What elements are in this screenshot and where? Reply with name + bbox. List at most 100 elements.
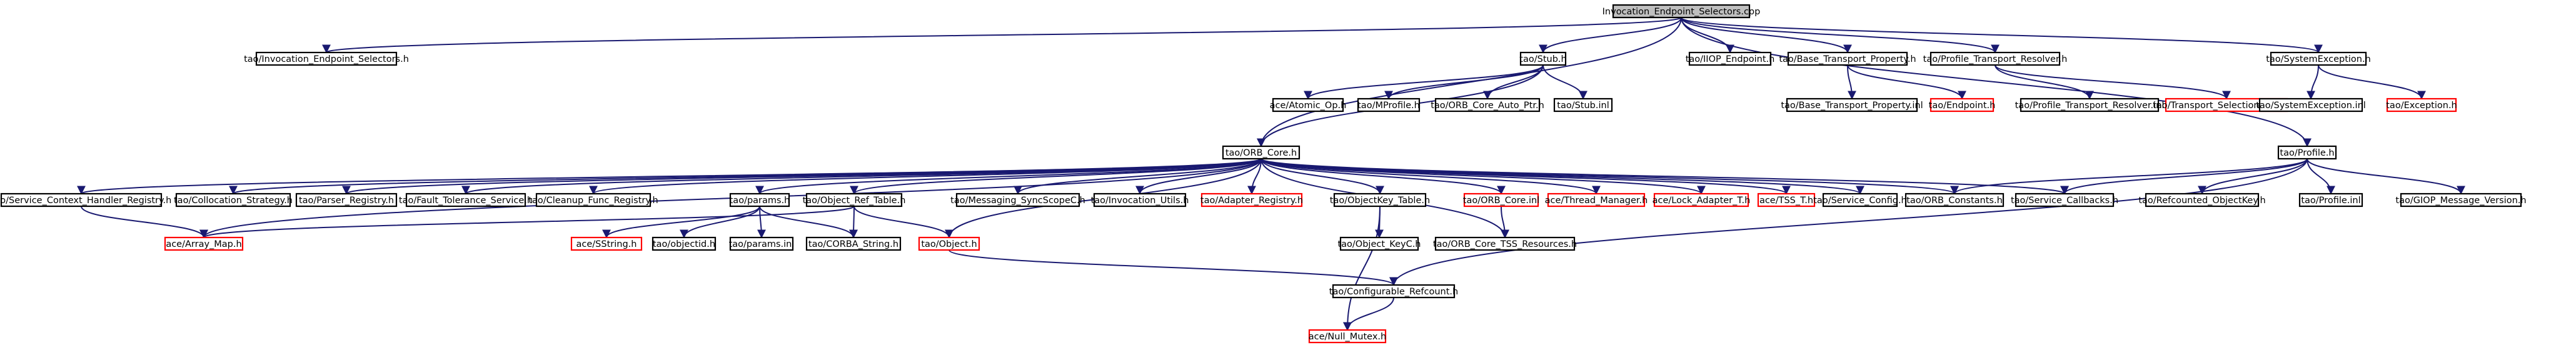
node-label: tao/SystemException.inl — [2256, 101, 2366, 111]
node-tao-orb-core-auto-ptr-h[interactable]: tao/ORB_Core_Auto_Ptr.h — [1431, 98, 1544, 112]
node-ace-sstring-h[interactable]: ace/SString.h — [570, 236, 643, 251]
edge-tao-object-ref-table-h-to-tao-corba-string-h — [849, 206, 858, 239]
node-label: tao/Collocation_Strategy.h — [174, 196, 293, 206]
nodes-layer: Invocation_Endpoint_Selectors.cpp tao/Inv… — [0, 4, 2527, 344]
node-box — [255, 51, 398, 66]
node-tao-service-callbacks-h[interactable]: tao/Service_Callbacks.h — [2011, 192, 2118, 208]
edge-tao-orb-core-h-to-tao-collocation-strategy-h — [229, 158, 1262, 195]
node-tao-configurable-refcount-h[interactable]: tao/Configurable_Refcount.h — [1329, 284, 1458, 299]
node-box — [1929, 98, 1995, 112]
edge-tao-object-h-to-tao-configurable-refcount-h — [948, 249, 1398, 286]
node-label: tao/ObjectKey_Table.h — [1330, 196, 1430, 206]
node-tao-object-h[interactable]: tao/Object.h — [918, 236, 980, 251]
node-ace-null-mutex-h[interactable]: ace/Null_Mutex.h — [1309, 329, 1386, 344]
node-ace-atomic-op-h[interactable]: ace/Atomic_Op.h — [1270, 98, 1347, 112]
edge-tao-systemexception-h-to-tao-exception-h — [2318, 64, 2426, 100]
edge-tao-profile-transport-resolver-h-to-tao-profile-transport-resolver-inl — [1995, 64, 2094, 100]
node-tao-params-h[interactable]: tao/params.h — [730, 192, 790, 208]
node-label: tao/ORB_Constants.h — [1906, 196, 2003, 206]
edge-tao-base-transport-property-h-to-tao-endpoint-h — [1847, 64, 1966, 100]
node-label: tao/Profile_Transport_Resolver.h — [1923, 54, 2068, 64]
node-tao-cleanup-func-registry-h[interactable]: tao/Cleanup_Func_Registry.h — [528, 192, 658, 208]
node-box — [2277, 145, 2337, 160]
node-tao-base-transport-property-h[interactable]: tao/Base_Transport_Property.h — [1779, 51, 1916, 66]
node-box — [2270, 51, 2367, 66]
node-box — [1929, 51, 2061, 66]
node-tao-params-inl[interactable]: tao/params.inl — [729, 236, 795, 251]
node-invocation-endpoint-selectors-cpp: Invocation_Endpoint_Selectors.cpp — [1602, 4, 1760, 19]
node-label: tao/ORB_Core.inl — [1463, 196, 1539, 206]
node-label: tao/params.inl — [729, 239, 795, 249]
edge-tao-base-transport-property-h-to-tao-base-transport-property-inl — [1847, 64, 1856, 100]
node-box — [918, 236, 980, 251]
node-ace-lock-adapter-t-h[interactable]: ace/Lock_Adapter_T.h — [1653, 192, 1751, 208]
node-tao-object-ref-table-h[interactable]: tao/Object_Ref_Table.h — [803, 192, 906, 208]
edge-invocation-endpoint-selectors-cpp-to-tao-profile-transport-resolver-h — [1681, 17, 2000, 54]
node-tao-adapter-registry-h[interactable]: tao/Adapter_Registry.h — [1200, 192, 1303, 208]
node-box — [652, 236, 717, 251]
node-tao-giop-message-version-h[interactable]: tao/GIOP_Message_Version.h — [2395, 192, 2527, 208]
node-label: tao/CORBA_String.h — [808, 239, 898, 249]
node-tao-exception-h[interactable]: tao/Exception.h — [2386, 98, 2457, 112]
node-tao-orb-core-tss-resources-h[interactable]: tao/ORB_Core_TSS_Resources.h — [1433, 236, 1577, 251]
node-tao-iiop-endpoint-h[interactable]: tao/IIOP_Endpoint.h — [1686, 51, 1775, 66]
node-tao-stub-h[interactable]: tao/Stub.h — [1519, 51, 1567, 66]
node-box — [2400, 192, 2522, 208]
node-box — [1200, 192, 1303, 208]
node-tao-profile-transport-resolver-h[interactable]: tao/Profile_Transport_Resolver.h — [1923, 51, 2068, 66]
node-label: tao/Invocation_Endpoint_Selectors.h — [244, 54, 409, 64]
node-tao-messaging-syncscopec-h[interactable]: tao/Messaging_SyncScopeC.h — [950, 192, 1085, 208]
node-tao-service-config-h[interactable]: tao/Service_Config.h — [1813, 192, 1907, 208]
node-tao-endpoint-h[interactable]: tao/Endpoint.h — [1929, 98, 1996, 112]
node-box — [2258, 98, 2363, 112]
node-tao-orb-core-h[interactable]: tao/ORB_Core.h — [1222, 145, 1301, 160]
node-tao-base-transport-property-inl[interactable]: tao/Base_Transport_Property.inl — [1781, 98, 1923, 112]
node-tao-object-keyc-h[interactable]: tao/Object_KeyC.h — [1337, 236, 1421, 251]
node-tao-parser-registry-h[interactable]: tao/Parser_Registry.h — [295, 192, 398, 208]
node-box — [2020, 98, 2160, 112]
node-tao-stub-inl[interactable]: tao/Stub.inl — [1553, 98, 1613, 112]
node-tao-orb-core-inl[interactable]: tao/ORB_Core.inl — [1463, 192, 1539, 208]
node-label: tao/Profile_Transport_Resolver.inl — [2015, 101, 2165, 111]
node-label: tao/Parser_Registry.h — [299, 196, 394, 206]
node-tao-systemexception-inl[interactable]: tao/SystemException.inl — [2256, 98, 2366, 112]
node-tao-profile-h[interactable]: tao/Profile.h — [2277, 145, 2337, 160]
node-tao-collocation-strategy-h[interactable]: tao/Collocation_Strategy.h — [174, 192, 293, 208]
node-box — [1332, 284, 1456, 299]
node-label: tao/Service_Callbacks.h — [2011, 196, 2118, 206]
edge-tao-orb-core-h-to-tao-adapter-registry-h — [1247, 158, 1262, 195]
node-tao-objectid-h[interactable]: tao/objectid.h — [652, 236, 717, 251]
edges-layer — [77, 17, 2465, 331]
node-tao-service-context-handler-registry-h[interactable]: tao/Service_Context_Handler_Registry.h — [0, 192, 171, 208]
node-tao-profile-inl[interactable]: tao/Profile.inl — [2298, 192, 2363, 208]
edge-tao-objectkey-table-h-to-ace-null-mutex-h — [1343, 206, 1381, 331]
node-box — [295, 192, 398, 208]
node-box — [1333, 192, 1427, 208]
node-ace-tss-t-h[interactable]: ace/TSS_T.h — [1757, 192, 1816, 208]
node-ace-thread-manager-h[interactable]: ace/Thread_Manager.h — [1545, 192, 1648, 208]
edge-tao-configurable-refcount-h-to-ace-null-mutex-h — [1343, 297, 1394, 331]
node-ace-array-map-h[interactable]: ace/Array_Map.h — [164, 236, 244, 251]
node-tao-fault-tolerance-service-h[interactable]: tao/Fault_Tolerance_Service.h — [399, 192, 533, 208]
edge-tao-profile-h-to-tao-configurable-refcount-h — [1389, 158, 2308, 286]
node-box — [805, 192, 903, 208]
node-tao-systemexception-h[interactable]: tao/SystemException.h — [2266, 51, 2371, 66]
node-tao-profile-transport-resolver-inl[interactable]: tao/Profile_Transport_Resolver.inl — [2015, 98, 2165, 112]
node-label: tao/Object.h — [921, 239, 977, 249]
node-box — [164, 236, 244, 251]
node-box — [1904, 192, 2005, 208]
edge-tao-profile-h-to-tao-giop-message-version-h — [2307, 158, 2465, 195]
node-tao-invocation-endpoint-selectors-h[interactable]: tao/Invocation_Endpoint_Selectors.h — [244, 51, 409, 66]
node-tao-objectkey-table-h[interactable]: tao/ObjectKey_Table.h — [1330, 192, 1430, 208]
node-tao-orb-constants-h[interactable]: tao/ORB_Constants.h — [1904, 192, 2005, 208]
node-tao-refcounted-objectkey-h[interactable]: tao/Refcounted_ObjectKey.h — [2138, 192, 2266, 208]
node-box — [1093, 192, 1187, 208]
node-box — [1357, 98, 1421, 112]
node-tao-invocation-utils-h[interactable]: tao/Invocation_Utils.h — [1091, 192, 1189, 208]
node-label: tao/Profile.h — [2280, 148, 2334, 158]
node-tao-corba-string-h[interactable]: tao/CORBA_String.h — [805, 236, 902, 251]
node-label: tao/objectid.h — [653, 239, 715, 249]
node-tao-mprofile-h[interactable]: tao/MProfile.h — [1357, 98, 1421, 112]
edge-tao-systemexception-h-to-tao-systemexception-inl — [2307, 64, 2319, 100]
edge-tao-profile-h-to-tao-service-callbacks-h — [2060, 158, 2308, 195]
